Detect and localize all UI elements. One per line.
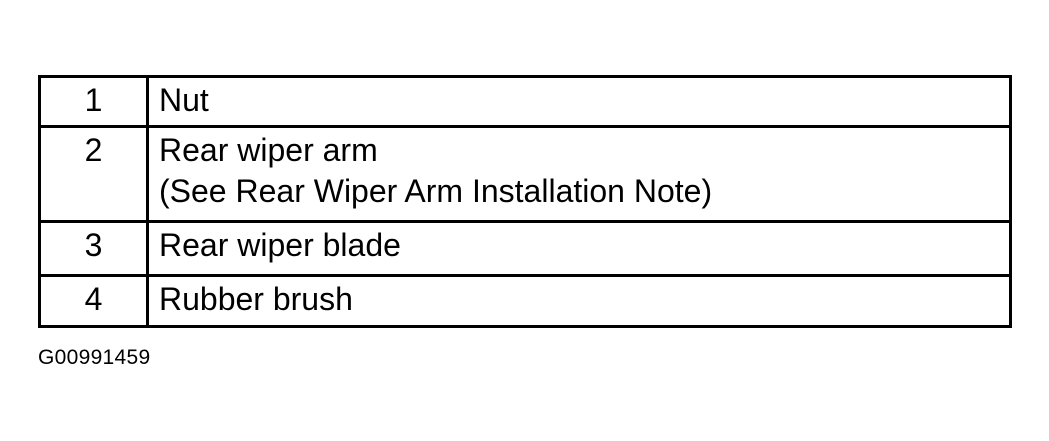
description-note-line: (See Rear Wiper Arm Installation Note) bbox=[159, 173, 713, 209]
item-number: 4 bbox=[38, 274, 149, 328]
description-line: Rubber brush bbox=[159, 281, 353, 317]
item-number: 3 bbox=[38, 220, 149, 277]
table-row: 1 Nut bbox=[38, 75, 1012, 128]
item-description: Nut bbox=[146, 75, 1012, 128]
item-description: Rear wiper blade bbox=[146, 220, 1012, 277]
table-row: 2 Rear wiper arm (See Rear Wiper Arm Ins… bbox=[38, 125, 1012, 223]
parts-legend-table: 1 Nut 2 Rear wiper arm (See Rear Wiper A… bbox=[38, 75, 1012, 328]
item-description: Rubber brush bbox=[146, 274, 1012, 328]
item-description: Rear wiper arm (See Rear Wiper Arm Insta… bbox=[146, 125, 1012, 223]
description-line: Rear wiper blade bbox=[159, 227, 401, 263]
description-line: Nut bbox=[159, 82, 209, 118]
item-number: 1 bbox=[38, 75, 149, 128]
table-row: 4 Rubber brush bbox=[38, 274, 1012, 328]
description-line: Rear wiper arm bbox=[159, 132, 378, 168]
figure-id: G00991459 bbox=[38, 346, 151, 369]
item-number: 2 bbox=[38, 125, 149, 223]
table-row: 3 Rear wiper blade bbox=[38, 220, 1012, 277]
